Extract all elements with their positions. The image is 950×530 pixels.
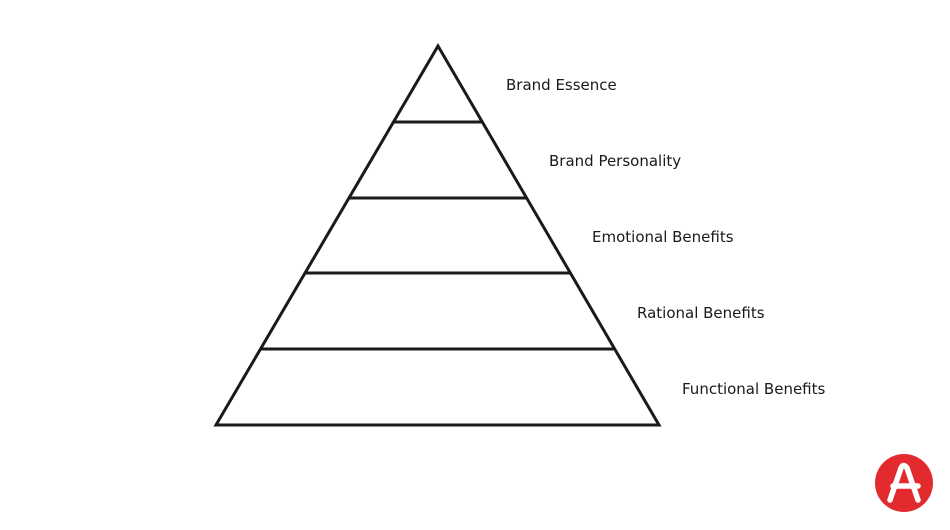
brand-logo-icon — [875, 454, 933, 512]
level-label-brand-essence: Brand Essence — [506, 76, 617, 94]
level-label-functional-benefits: Functional Benefits — [682, 380, 826, 398]
level-label-brand-personality: Brand Personality — [549, 152, 682, 170]
level-label-rational-benefits: Rational Benefits — [637, 304, 765, 322]
level-label-emotional-benefits: Emotional Benefits — [592, 228, 734, 246]
pyramid-outline — [213, 43, 662, 427]
